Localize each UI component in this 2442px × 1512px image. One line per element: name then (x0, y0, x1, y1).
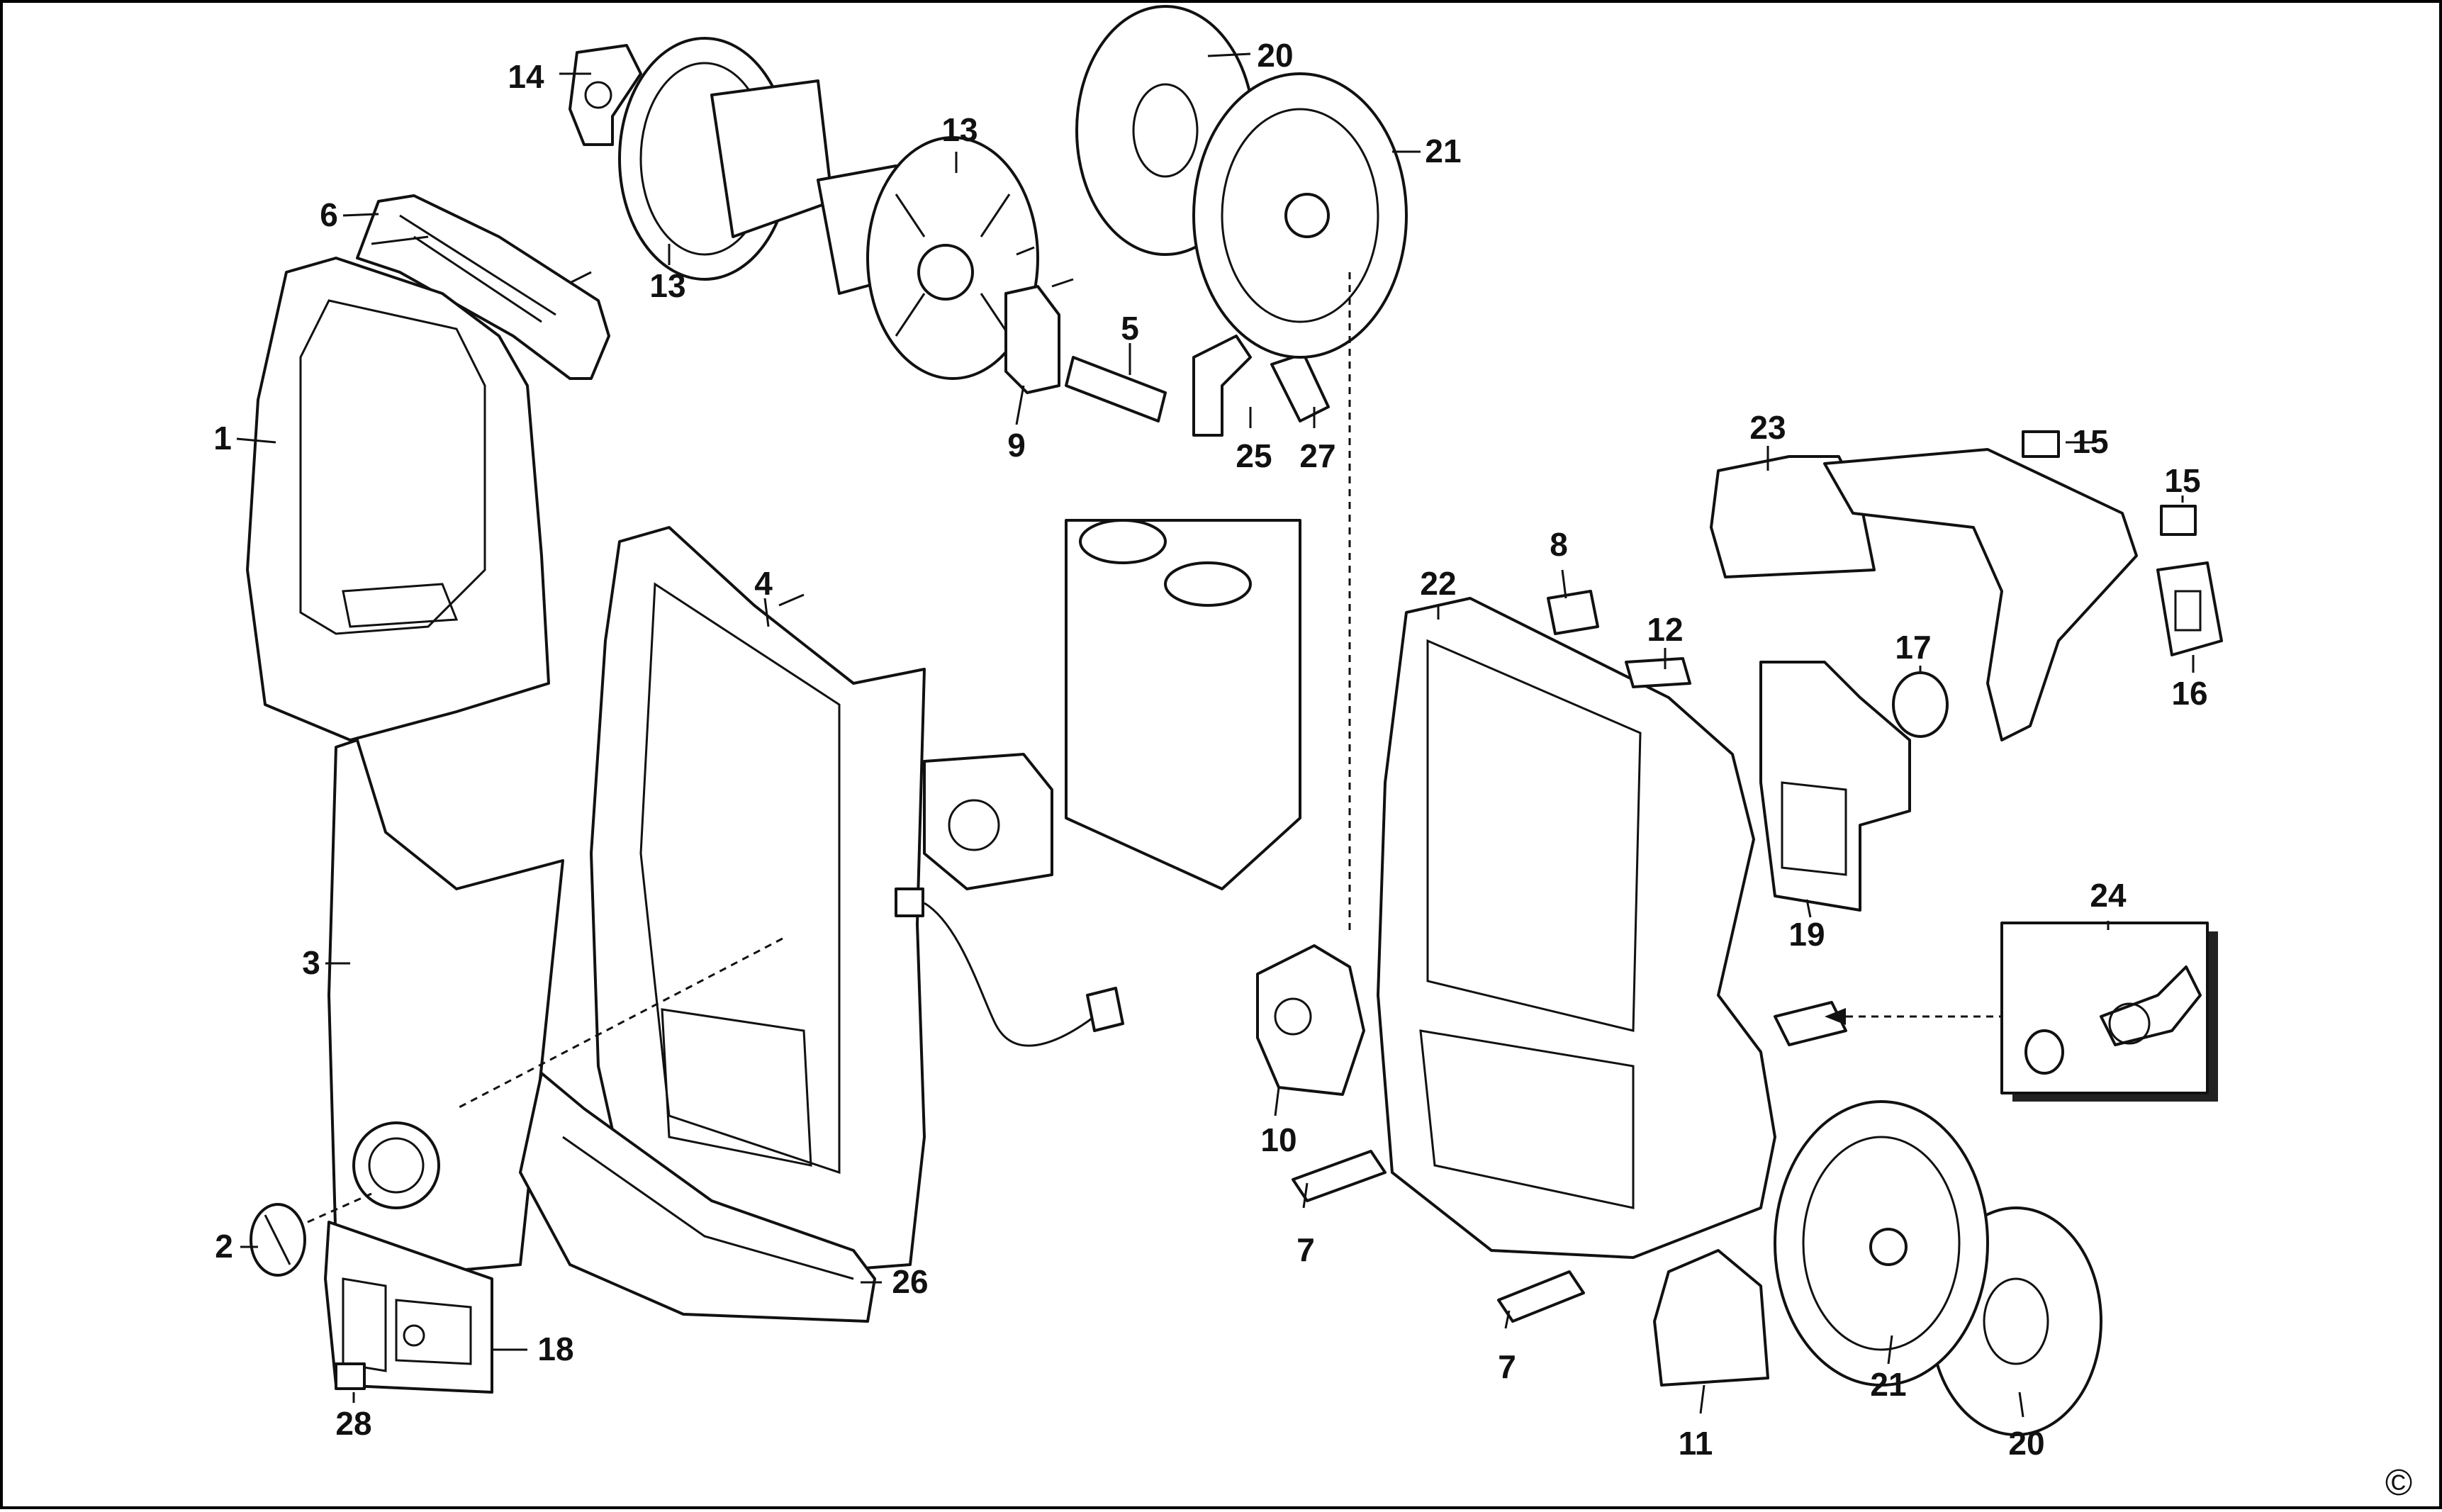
part-7-plate-upper (1292, 1150, 1387, 1202)
callout-15a: 15 (2072, 423, 2108, 460)
quick-connector (1774, 1001, 1847, 1046)
part-10-side-bracket (1256, 944, 1365, 1096)
part-12-plate (1625, 657, 1691, 688)
part-6-handle-grip (356, 194, 610, 380)
part-1-rear-frame (246, 257, 550, 741)
part-18-control-panel (324, 1221, 493, 1394)
part-16-socket (2156, 561, 2223, 656)
callout-8: 8 (1550, 526, 1568, 563)
callout-3: 3 (302, 944, 320, 981)
callout-13b: 13 (649, 267, 685, 304)
part-23-upper-handle (1710, 448, 2138, 741)
callout-27: 27 (1299, 437, 1335, 474)
part-25-crank-handle (1192, 335, 1252, 437)
part-8-clip (1547, 590, 1599, 635)
callout-13a: 13 (941, 111, 978, 148)
callout-15b: 15 (2164, 462, 2200, 499)
callout-22: 22 (1420, 565, 1456, 602)
callout-6: 6 (320, 196, 338, 233)
callout-5: 5 (1121, 310, 1139, 347)
part-26-base-tray (519, 1072, 876, 1323)
part-22-main-body (1377, 597, 1776, 1259)
callout-21a: 21 (1425, 133, 1461, 169)
callout-1: 1 (213, 420, 232, 457)
part-21-wheel-bottom (1774, 1100, 1989, 1387)
callout-7b: 7 (1498, 1348, 1516, 1385)
part-11-foot (1653, 1249, 1769, 1387)
callout-2: 2 (215, 1228, 233, 1265)
callout-19: 19 (1788, 916, 1825, 953)
part-15-connector-upper (2022, 430, 2060, 458)
callout-21b: 21 (1870, 1366, 1906, 1403)
part-7-plate-lower (1497, 1270, 1585, 1323)
part-13-hose-reel-rear (618, 37, 834, 281)
part-24-connector-kit (2000, 922, 2218, 1102)
callout-7a: 7 (1296, 1231, 1315, 1268)
callout-10: 10 (1260, 1121, 1296, 1158)
callout-26: 26 (892, 1263, 928, 1300)
part-28-clip (335, 1362, 366, 1390)
callout-20b: 20 (2008, 1425, 2044, 1462)
callout-25: 25 (1236, 437, 1272, 474)
pump-housing (1065, 519, 1301, 890)
screw-icons (569, 246, 1074, 607)
callout-9: 9 (1007, 427, 1026, 464)
assembly-guide-lines (307, 272, 2002, 1223)
part-3-front-cover (327, 739, 564, 1273)
callout-17: 17 (1895, 629, 1931, 666)
callout-16: 16 (2171, 675, 2207, 712)
part-9-bracket (1004, 285, 1060, 394)
callout-18: 18 (537, 1331, 573, 1367)
part-19-rear-panel (1759, 661, 1911, 912)
part-27-grip (1270, 352, 1330, 422)
callout-24: 24 (2090, 877, 2127, 914)
callout-23: 23 (1749, 409, 1786, 446)
callout-11: 11 (1679, 1425, 1713, 1462)
motor-switch-assembly (895, 753, 1124, 1047)
copyright-mark: © (2385, 1462, 2412, 1503)
part-2-knob (250, 1203, 306, 1277)
diagram-canvas: 1 2 3 4 5 6 7 7 8 9 10 11 12 13 13 14 15… (213, 5, 2412, 1503)
part-5-axle-pin (1065, 356, 1167, 422)
callout-14: 14 (508, 58, 544, 95)
part-21-wheel-top (1192, 72, 1408, 359)
part-14-hose-clip (569, 44, 642, 146)
callout-20a: 20 (1257, 37, 1293, 74)
callout-28: 28 (335, 1405, 371, 1442)
part-13-hose-reel-front (817, 136, 1039, 380)
callout-4: 4 (754, 565, 773, 602)
part-17-seal-ring (1892, 671, 1949, 738)
leader-lines (236, 52, 2195, 1418)
part-15-connector-lower (2160, 505, 2197, 536)
callout-12: 12 (1647, 611, 1683, 648)
part-4-housing-frame (590, 526, 926, 1273)
